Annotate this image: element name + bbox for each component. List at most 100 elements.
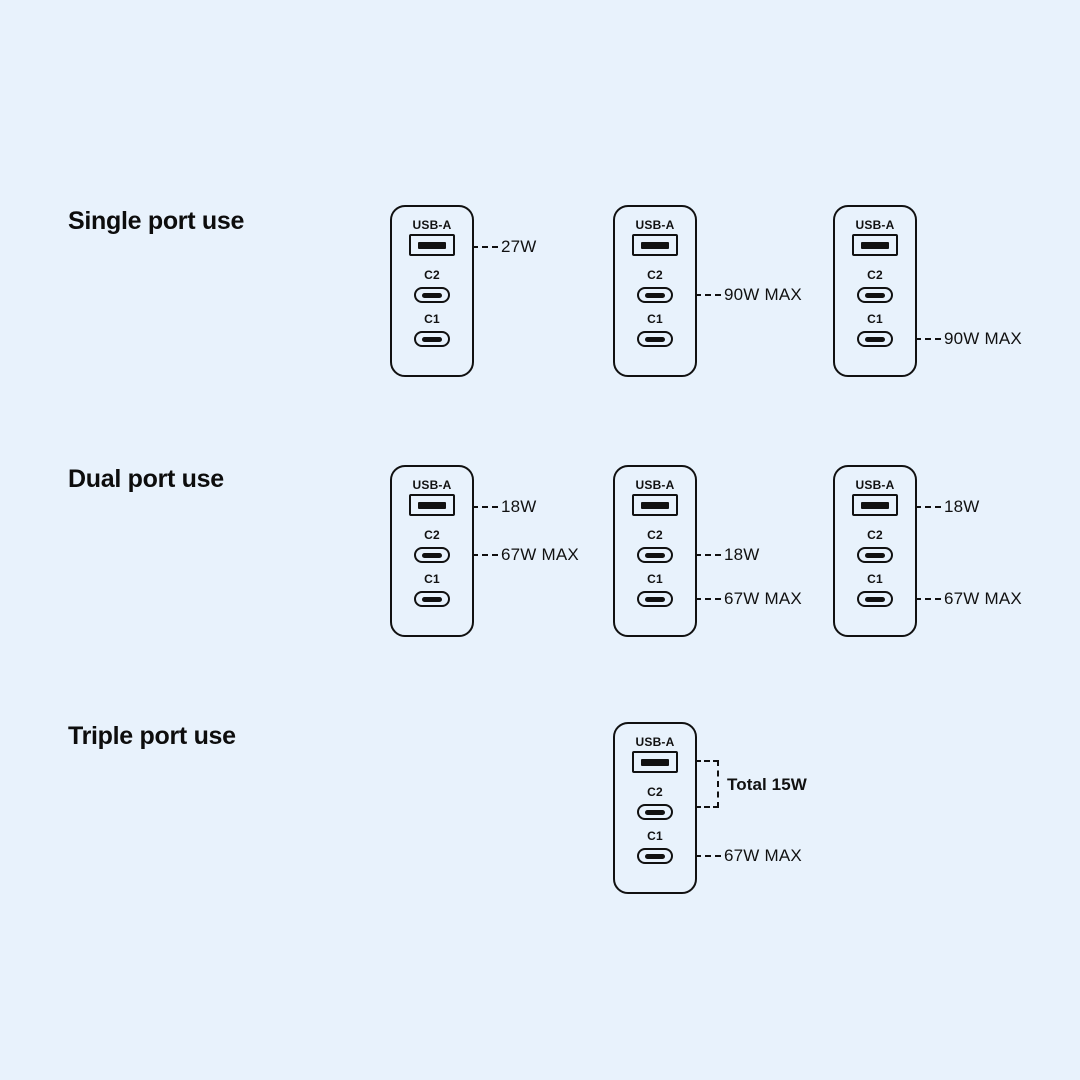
usbc-c2-port-label: C2: [867, 268, 883, 282]
callout-dash-line: [472, 554, 498, 556]
power-callout: 90W MAX: [915, 329, 1022, 349]
usba-pin: [641, 758, 669, 766]
usbc-pin: [645, 596, 665, 602]
power-callout: 67W MAX: [695, 846, 802, 866]
usbc-c2-port-label: C2: [424, 528, 440, 542]
usba-port-icon: [409, 494, 455, 516]
charger-body: USB-A C2 C1 18W 67W MAX: [613, 465, 802, 637]
callout-dash-line: [915, 338, 941, 340]
usba-pin: [861, 501, 889, 509]
usba-port-label: USB-A: [855, 218, 895, 232]
usba-pin: [861, 241, 889, 249]
usbc-c1-port-label: C1: [647, 312, 663, 326]
power-callout: 67W MAX: [915, 589, 1022, 609]
usbc-c2-port-icon: [637, 804, 673, 820]
total-power-label: Total 15W: [727, 775, 807, 794]
usba-port-label: USB-A: [635, 218, 675, 232]
usba-port-label: USB-A: [635, 478, 675, 492]
power-callout: 18W: [472, 497, 537, 517]
usba-port-icon: [632, 494, 678, 516]
usbc-pin: [422, 552, 442, 558]
usbc-c2-port-label: C2: [647, 528, 663, 542]
usba-pin: [418, 501, 446, 509]
charger-body: USB-A C2 C1 27W: [390, 205, 536, 377]
usbc-c2-port-icon: [857, 547, 893, 563]
power-value-label: 18W: [501, 497, 537, 516]
usbc-c1-port-label: C1: [424, 312, 440, 326]
usbc-c2-port-label: C2: [867, 528, 883, 542]
usbc-pin: [645, 853, 665, 859]
section-title-dual-port-use: Dual port use: [68, 465, 224, 493]
usba-port-icon: [409, 234, 455, 256]
usbc-pin: [645, 809, 665, 815]
usbc-c2-port-label: C2: [647, 268, 663, 282]
usbc-c1-port-label: C1: [867, 572, 883, 586]
usbc-pin: [422, 336, 442, 342]
usba-port-icon: [632, 234, 678, 256]
callout-dash-line: [695, 855, 721, 857]
charger-body: USB-A C2 C1 90W MAX: [833, 205, 1022, 377]
power-value-label: 90W MAX: [724, 285, 802, 304]
usbc-pin: [645, 552, 665, 558]
power-value-label: 90W MAX: [944, 329, 1022, 348]
usbc-c2-port-icon: [857, 287, 893, 303]
usbc-c1-port-label: C1: [647, 572, 663, 586]
power-value-label: 67W MAX: [501, 545, 579, 564]
power-callout: 67W MAX: [695, 589, 802, 609]
usba-pin: [418, 241, 446, 249]
usbc-c2-port-label: C2: [647, 785, 663, 799]
charger-body: USB-A C2 C1 67W MAX Total 15W: [613, 722, 807, 894]
power-value-label: 18W: [944, 497, 980, 516]
usbc-pin: [645, 292, 665, 298]
usbc-c1-port-icon: [857, 331, 893, 347]
power-value-label: 67W MAX: [724, 589, 802, 608]
power-callout: 18W: [695, 545, 760, 565]
usba-port-label: USB-A: [412, 218, 452, 232]
usbc-c1-port-icon: [414, 331, 450, 347]
usbc-c1-port-icon: [414, 591, 450, 607]
section-title-single-port-use: Single port use: [68, 207, 245, 235]
usbc-c1-port-icon: [637, 331, 673, 347]
usbc-c2-port-icon: [414, 287, 450, 303]
power-value-label: 67W MAX: [944, 589, 1022, 608]
power-callout: 27W: [472, 237, 537, 257]
usba-port-label: USB-A: [412, 478, 452, 492]
callout-dash-line: [695, 598, 721, 600]
power-callout: 18W: [915, 497, 980, 517]
usbc-pin: [422, 292, 442, 298]
usbc-c1-port-icon: [857, 591, 893, 607]
callout-dash-line: [915, 506, 941, 508]
total-power-bracket: [695, 760, 719, 808]
usbc-c1-port-label: C1: [867, 312, 883, 326]
usbc-c2-port-icon: [637, 547, 673, 563]
usba-pin: [641, 241, 669, 249]
section-title-triple-port-use: Triple port use: [68, 722, 236, 750]
charger-body: USB-A C2 C1 90W MAX: [613, 205, 802, 377]
usbc-pin: [865, 596, 885, 602]
usbc-c2-port-label: C2: [424, 268, 440, 282]
callout-dash-line: [695, 554, 721, 556]
callout-dash-line: [472, 506, 498, 508]
callout-dash-line: [695, 294, 721, 296]
usbc-c1-port-icon: [637, 848, 673, 864]
usba-port-label: USB-A: [635, 735, 675, 749]
usbc-pin: [865, 336, 885, 342]
usba-port-icon: [852, 494, 898, 516]
usbc-pin: [422, 596, 442, 602]
callout-dash-line: [915, 598, 941, 600]
power-value-label: 27W: [501, 237, 537, 256]
callout-dash-line: [472, 246, 498, 248]
usba-port-icon: [632, 751, 678, 773]
power-callout: 67W MAX: [472, 545, 579, 565]
usbc-c2-port-icon: [637, 287, 673, 303]
usbc-c1-port-label: C1: [647, 829, 663, 843]
usbc-c2-port-icon: [414, 547, 450, 563]
usba-pin: [641, 501, 669, 509]
usba-port-icon: [852, 234, 898, 256]
usbc-pin: [645, 336, 665, 342]
usbc-c1-port-icon: [637, 591, 673, 607]
usbc-pin: [865, 292, 885, 298]
